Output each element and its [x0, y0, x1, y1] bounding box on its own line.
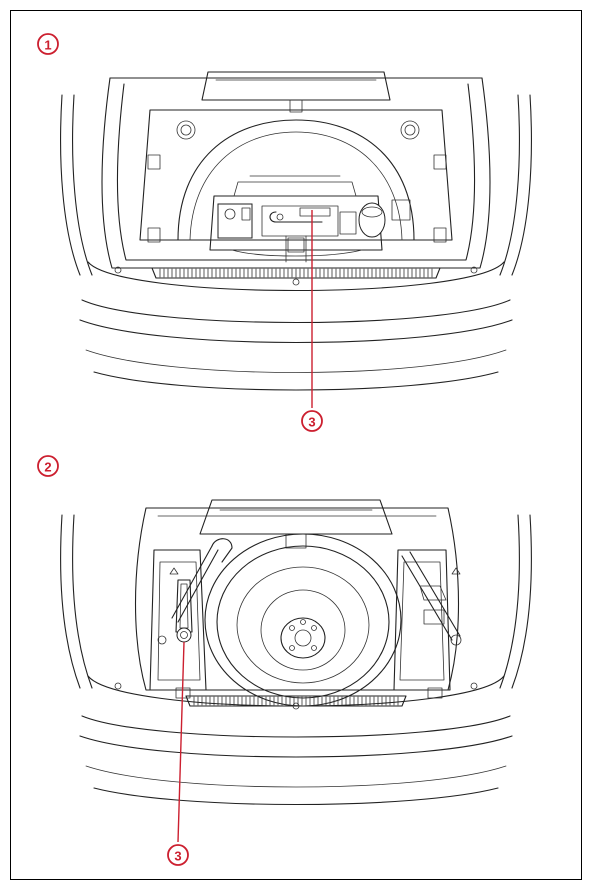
svg-text:3: 3 — [174, 849, 181, 864]
panel-2-illustration — [60, 499, 532, 806]
panel-2-leader-line — [177, 641, 185, 843]
panel-2-number-badge: 2 — [37, 455, 59, 477]
svg-text:1: 1 — [44, 38, 51, 53]
panel-1-number-badge: 1 — [37, 33, 59, 55]
svg-text:3: 3 — [308, 415, 315, 430]
panel-1-illustration — [60, 71, 532, 391]
panel-1-callout-badge: 3 — [301, 410, 323, 432]
panel-2-callout-badge: 3 — [167, 844, 189, 866]
panel-1-sill-grille — [159, 268, 433, 278]
figure-frame — [10, 10, 582, 880]
svg-text:2: 2 — [44, 460, 51, 475]
